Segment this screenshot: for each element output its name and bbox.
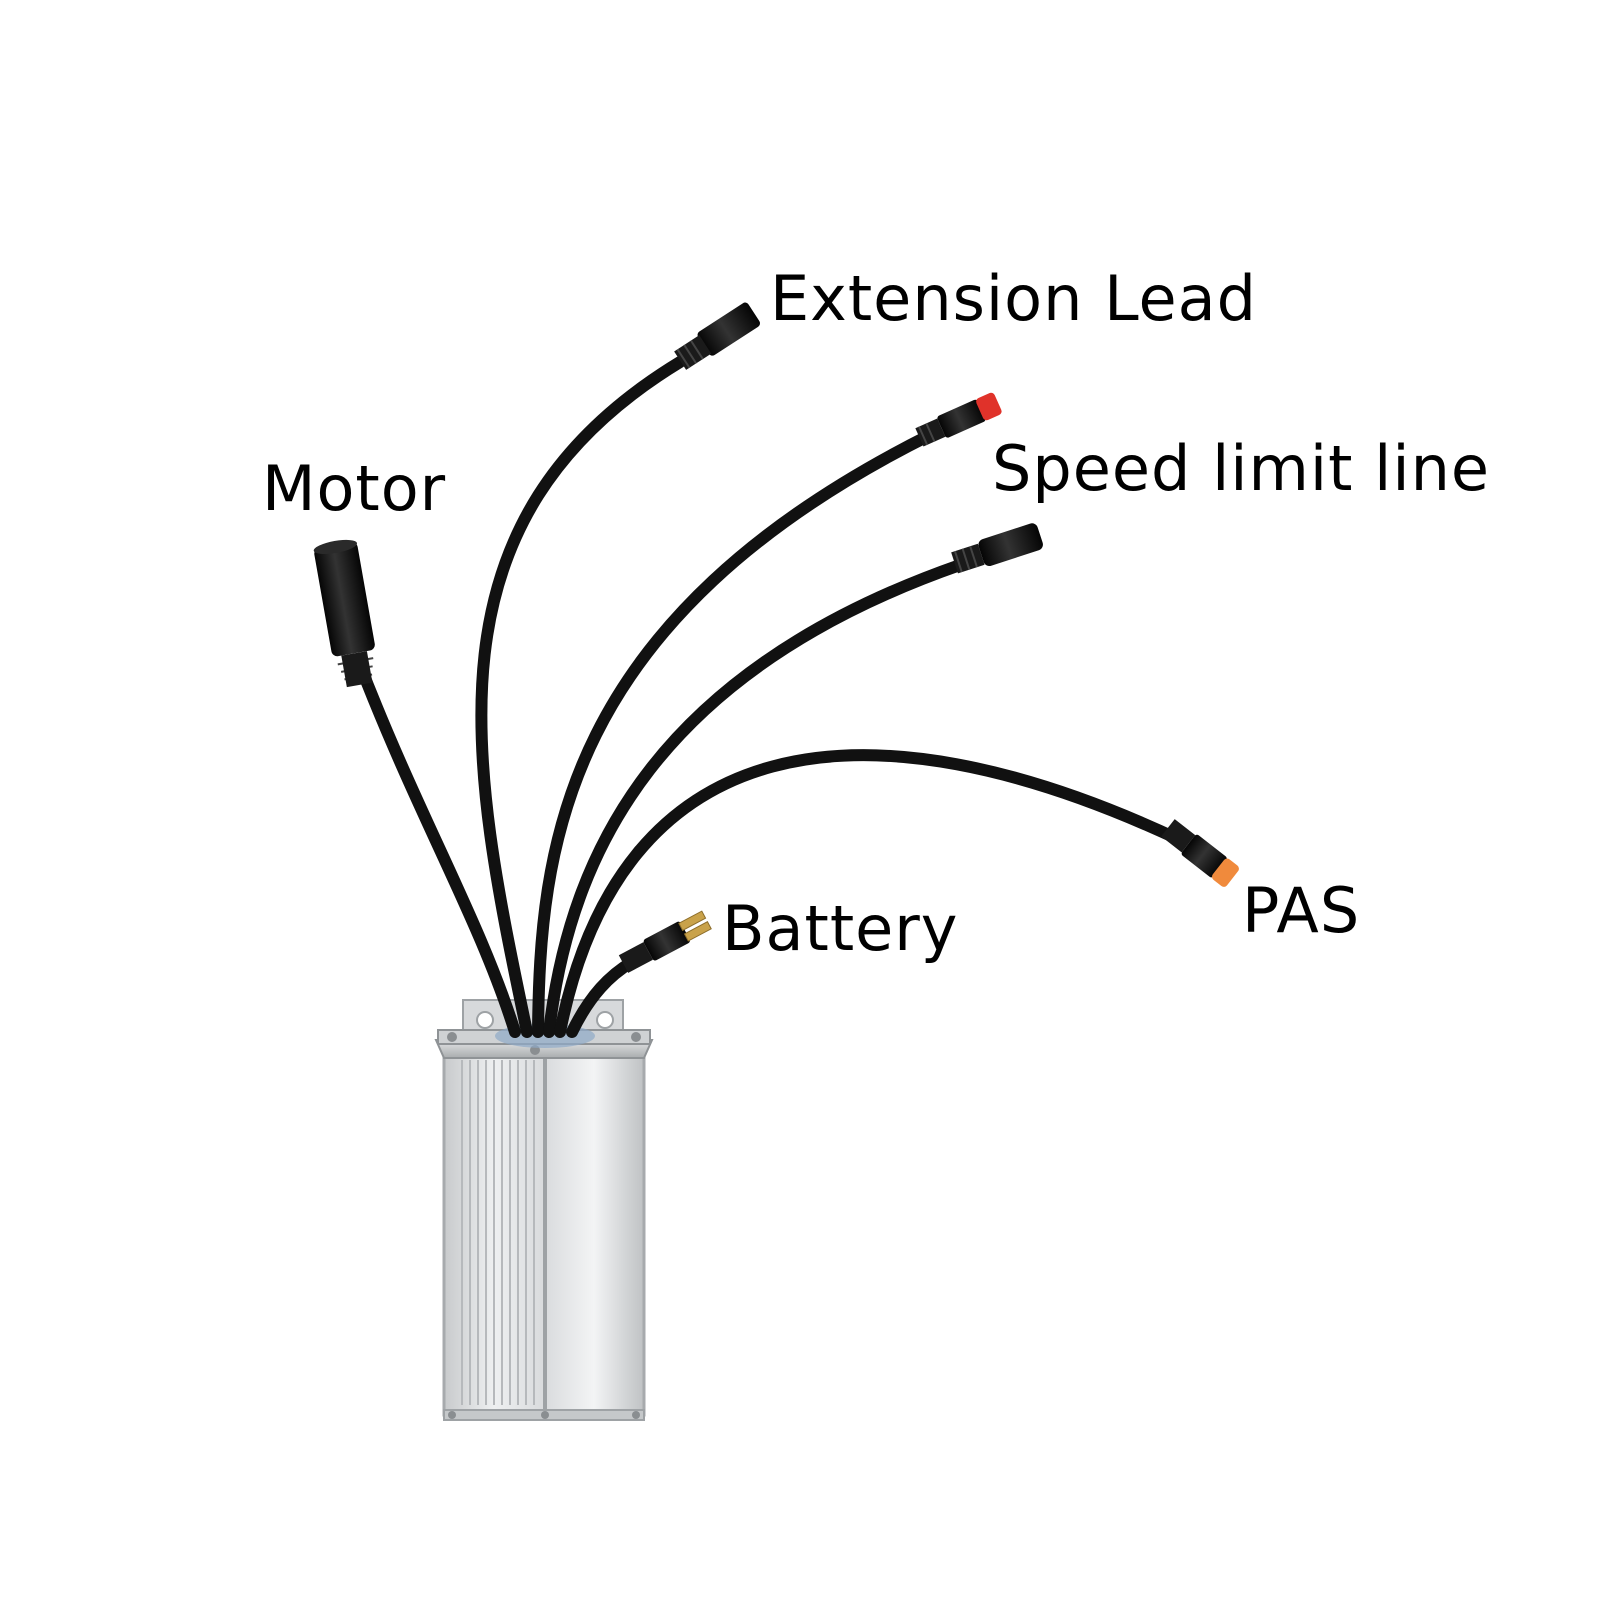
speed-limit-line-connector xyxy=(915,392,1002,447)
display-cable xyxy=(543,559,966,1038)
pas-connector xyxy=(1161,819,1239,887)
extension-lead-label: Extension Lead xyxy=(770,262,1258,335)
speed-limit-line-cable xyxy=(532,429,936,1038)
extension-lead-connector xyxy=(674,302,761,370)
display-connector xyxy=(951,523,1043,574)
motor-cable xyxy=(354,659,521,1038)
controller-housing xyxy=(434,1024,654,1421)
motor-connector xyxy=(313,539,375,688)
battery-connector xyxy=(618,910,712,973)
pas-label: PAS xyxy=(1242,874,1361,947)
extension-lead-cable xyxy=(475,356,686,1038)
speed-limit-line-label: Speed limit line xyxy=(992,432,1491,505)
battery-label: Battery xyxy=(722,892,959,965)
motor-label: Motor xyxy=(262,452,447,525)
pas-cable xyxy=(554,749,1186,1038)
